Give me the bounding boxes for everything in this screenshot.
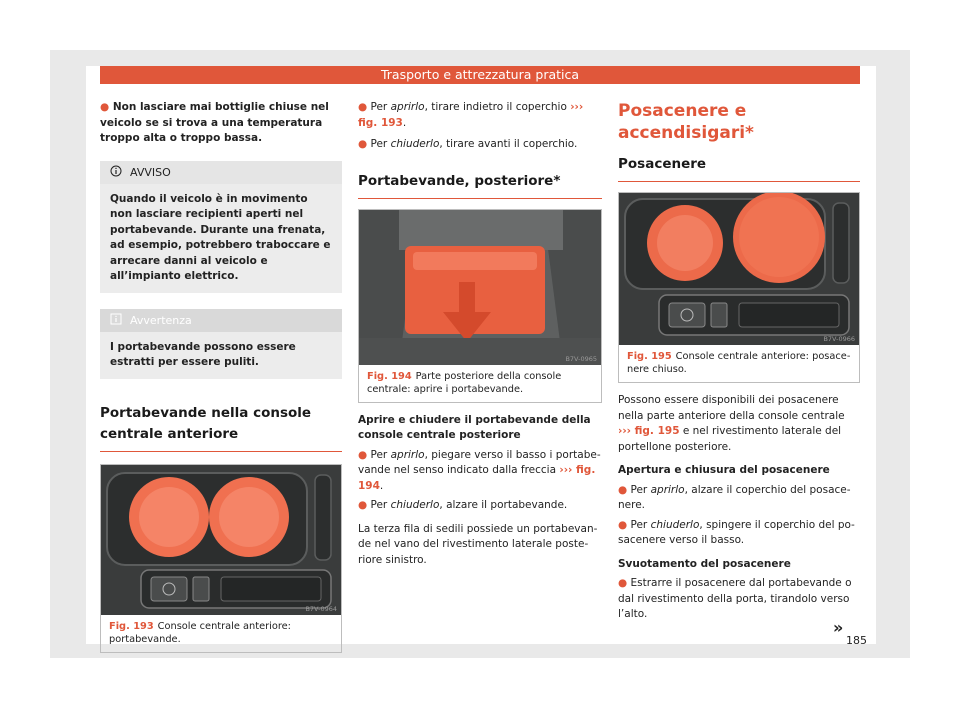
section-title-front-cupholder: Portabevande nella console cen­trale ant… [100,403,342,452]
main-title-ashtray: Posacenere e accendisigari* [618,101,754,143]
sub-title-ashtray: Posacenere [618,154,860,182]
info-circle-icon [110,165,122,180]
column-2: ● Per aprirlo, tirare indietro il coperc… [358,100,602,568]
bullet-icon: ● [358,138,368,150]
continue-chevron-icon: » [833,618,844,637]
close-front-instruction: ● Per chiuderlo, tirare avanti il coperc… [358,138,578,150]
figure-193-code: B7V-0964 [305,604,337,613]
fig-193-link[interactable]: ››› fig. 193 [358,101,584,129]
page-number: 185 [846,634,867,647]
avviso-box: AVVISO Quando il veicolo è in movimento … [100,160,342,293]
column-1: ● Non lasciare mai bottiglie chiuse nel … [100,100,342,653]
figure-193-image: B7V-0964 [101,464,341,615]
section-title-rear-cupholder: Portabevande, posteriore* [358,171,602,199]
column-3: Posacenere e accendisigari* Posacenere B… [618,100,860,623]
close-ashtray-instruction: ● Per chiuderlo, spingere il coperchio d… [618,518,855,547]
third-row-paragraph: La terza fila di sedili possiede un port… [358,522,598,566]
avviso-text: Quando il veicolo è in movimento non la­… [110,192,331,283]
figure-194-image: B7V-0965 [359,209,601,365]
open-ashtray-instruction: ● Per aprirlo, alzare il coperchio del p… [618,483,851,512]
avvertenza-title: Avvertenza [130,313,192,327]
avvertenza-header: Avvertenza [100,308,342,332]
close-rear-instruction: ● Per chiuderlo, alzare il portabevande. [358,499,568,511]
bullet-icon: ● [100,101,110,113]
bullet-icon: ● [358,499,368,511]
bullet-icon: ● [618,483,628,496]
avviso-title: AVVISO [130,165,171,179]
bullet-icon: ● [358,101,368,113]
avviso-header: AVVISO [100,160,342,184]
avvertenza-text: I portabevande possono essere estratti p… [110,340,296,369]
figure-194-label: Fig. 194 [367,370,412,382]
empty-ashtray-instruction: ● Estrarre il posacenere dal portabevand… [618,577,852,620]
open-rear-instruction: ● Per aprirlo, piegare verso il basso i … [358,448,601,492]
open-close-heading: Apertura e chiusura del posacenere [618,464,830,476]
rear-subheading: Aprire e chiudere il portabevande della … [358,413,591,442]
figure-193-label: Fig. 193 [109,620,154,632]
warning-bullet: ● Non lasciare mai bottiglie chiuse nel … [100,101,329,144]
figure-195-label: Fig. 195 [627,351,672,362]
info-square-icon [110,313,122,328]
open-front-instruction: ● Per aprirlo, tirare indietro il coperc… [358,101,584,129]
fig-195-link[interactable]: ››› fig. 195 [618,425,680,437]
chapter-header: Trasporto e attrezzatura pratica [100,66,860,84]
ashtray-intro-paragraph: Possono essere disponibili dei posacener… [618,394,845,453]
bullet-icon: ● [618,577,628,589]
figure-194-code: B7V-0965 [565,354,597,363]
figure-195-image: B7V-0966 [619,193,859,345]
fig-194-link[interactable]: ››› fig. 194 [358,464,596,492]
avvertenza-box: Avvertenza I portabevande possono essere… [100,308,342,379]
empty-heading: Svuotamento del posacenere [618,557,791,570]
figure-195-code: B7V-0966 [823,335,855,343]
bullet-icon: ● [358,448,368,461]
bullet-icon: ● [618,518,628,531]
